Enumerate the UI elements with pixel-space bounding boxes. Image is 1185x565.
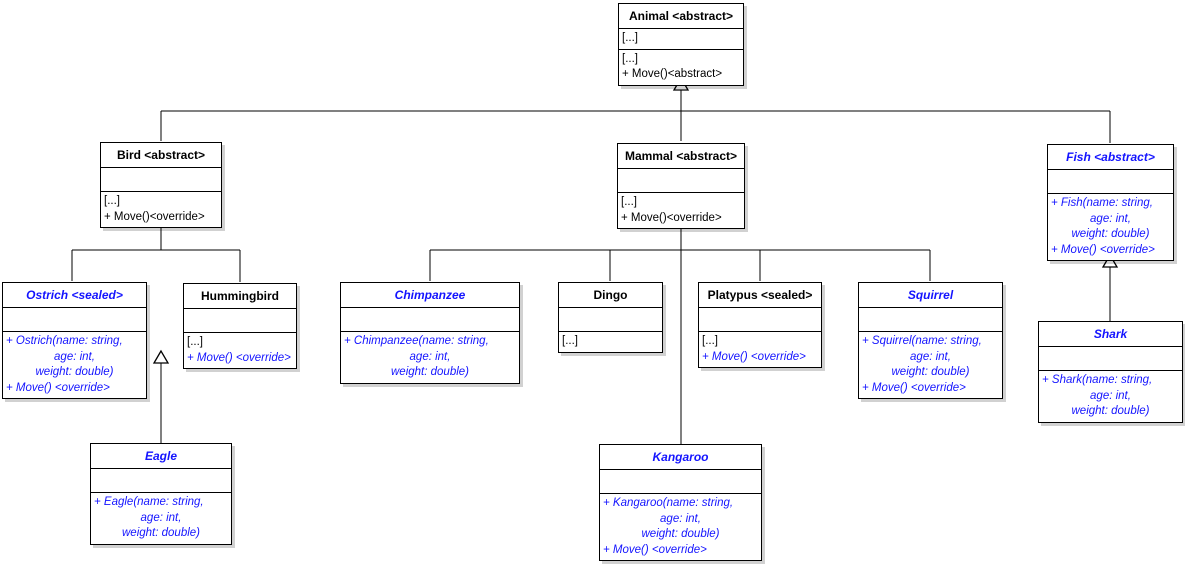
class-name-bird: Bird <abstract> <box>101 143 221 168</box>
operation-row: + Move() <override> <box>603 543 707 556</box>
class-box-animal[interactable]: Animal <abstract> [...] [...] + Move()<a… <box>618 3 744 86</box>
class-name-ostrich: Ostrich <sealed> <box>3 283 146 308</box>
class-box-chimpanzee[interactable]: Chimpanzee + Chimpanzee(name: string, ag… <box>340 282 520 384</box>
attributes-shark <box>1039 347 1182 371</box>
operations-hummingbird: [...] + Move() <override> <box>184 333 296 368</box>
class-name-chimpanzee: Chimpanzee <box>341 283 519 308</box>
operation-row: + Move()<override> <box>104 210 205 223</box>
class-name-kangaroo: Kangaroo <box>600 445 761 470</box>
attributes-fish <box>1048 170 1173 194</box>
operation-row: [...] <box>187 336 203 348</box>
operation-row: + Ostrich(name: string, <box>6 335 123 347</box>
operation-row: + Move() <override> <box>187 351 291 364</box>
operations-animal: [...] + Move()<abstract> <box>619 50 743 85</box>
operations-chimpanzee: + Chimpanzee(name: string, age: int, wei… <box>341 332 519 383</box>
class-box-eagle[interactable]: Eagle + Eagle(name: string, age: int, we… <box>90 443 232 545</box>
class-name-eagle: Eagle <box>91 444 231 469</box>
attributes-squirrel <box>859 308 1002 332</box>
operations-kangaroo: + Kangaroo(name: string, age: int, weigh… <box>600 494 761 560</box>
operation-row: + Move()<override> <box>621 211 722 224</box>
class-box-fish[interactable]: Fish <abstract> + Fish(name: string, age… <box>1047 144 1174 261</box>
attributes-eagle <box>91 469 231 493</box>
operation-row: weight: double) <box>35 366 114 378</box>
operation-row: + Move() <override> <box>6 381 110 394</box>
operation-row: age: int, <box>910 350 951 363</box>
operation-row: age: int, <box>409 350 451 363</box>
class-name-mammal: Mammal <abstract> <box>618 144 744 169</box>
operation-row: [...] <box>622 52 638 65</box>
operation-row: + Fish(name: string, <box>1051 197 1153 209</box>
class-name-hummingbird: Hummingbird <box>184 284 296 309</box>
operation-row: + Move() <override> <box>862 381 966 394</box>
operation-row: weight: double) <box>891 366 970 378</box>
operations-dingo: [...] <box>559 332 662 352</box>
operation-row: weight: double) <box>1071 228 1150 240</box>
operation-row: weight: double) <box>122 527 200 539</box>
class-box-dingo[interactable]: Dingo [...] <box>558 282 663 353</box>
operation-row: weight: double) <box>1071 405 1150 417</box>
operation-row: + Kangaroo(name: string, <box>603 497 734 509</box>
operations-shark: + Shark(name: string, age: int, weight: … <box>1039 371 1182 422</box>
operation-row: [...] <box>702 335 718 347</box>
attributes-mammal <box>618 169 744 193</box>
operation-row: + Shark(name: string, <box>1042 374 1153 386</box>
attributes-chimpanzee <box>341 308 519 332</box>
class-name-squirrel: Squirrel <box>859 283 1002 308</box>
operation-row: age: int, <box>1090 212 1131 225</box>
class-name-platypus: Platypus <sealed> <box>699 283 821 308</box>
operation-row: + Move() <override> <box>702 350 806 363</box>
attributes-bird <box>101 168 221 192</box>
operation-row: + Move() <override> <box>1051 243 1155 256</box>
operation-row: weight: double) <box>391 366 469 378</box>
attribute-row: [...] <box>622 32 638 44</box>
class-box-squirrel[interactable]: Squirrel + Squirrel(name: string, age: i… <box>858 282 1003 399</box>
operation-row: + Squirrel(name: string, <box>862 335 982 347</box>
operations-mammal: [...] + Move()<override> <box>618 193 744 228</box>
operations-eagle: + Eagle(name: string, age: int, weight: … <box>91 493 231 544</box>
attributes-ostrich <box>3 308 146 332</box>
operation-row: age: int, <box>1090 389 1131 402</box>
class-box-bird[interactable]: Bird <abstract> [...] + Move()<override> <box>100 142 222 228</box>
class-box-ostrich[interactable]: Ostrich <sealed> + Ostrich(name: string,… <box>2 282 147 399</box>
operations-bird: [...] + Move()<override> <box>101 192 221 227</box>
attributes-kangaroo <box>600 470 761 494</box>
arrowhead-hummingbird <box>152 349 170 364</box>
operation-row: + Eagle(name: string, <box>94 496 204 508</box>
class-name-dingo: Dingo <box>559 283 662 308</box>
operations-ostrich: + Ostrich(name: string, age: int, weight… <box>3 332 146 398</box>
class-box-hummingbird[interactable]: Hummingbird [...] + Move() <override> <box>183 283 297 369</box>
attributes-animal: [...] <box>619 29 743 50</box>
class-name-shark: Shark <box>1039 322 1182 347</box>
operation-row: age: int, <box>660 512 701 525</box>
operation-row: + Chimpanzee(name: string, <box>344 335 489 347</box>
operation-row: weight: double) <box>641 528 720 540</box>
operation-row: [...] <box>104 195 120 207</box>
attributes-hummingbird <box>184 309 296 333</box>
class-box-mammal[interactable]: Mammal <abstract> [...] + Move()<overrid… <box>617 143 745 229</box>
class-box-shark[interactable]: Shark + Shark(name: string, age: int, we… <box>1038 321 1183 423</box>
attributes-dingo <box>559 308 662 332</box>
operation-row: [...] <box>621 196 637 208</box>
operations-platypus: [...] + Move() <override> <box>699 332 821 367</box>
class-box-platypus[interactable]: Platypus <sealed> [...] + Move() <overri… <box>698 282 822 368</box>
operations-fish: + Fish(name: string, age: int, weight: d… <box>1048 194 1173 260</box>
operation-row: + Move()<abstract> <box>622 68 723 80</box>
class-name-animal: Animal <abstract> <box>619 4 743 29</box>
class-box-kangaroo[interactable]: Kangaroo + Kangaroo(name: string, age: i… <box>599 444 762 561</box>
operation-row: age: int, <box>54 350 95 363</box>
attributes-platypus <box>699 308 821 332</box>
operations-squirrel: + Squirrel(name: string, age: int, weigh… <box>859 332 1002 398</box>
class-name-fish: Fish <abstract> <box>1048 145 1173 170</box>
operation-row: [...] <box>562 335 578 347</box>
operation-row: age: int, <box>140 511 182 524</box>
